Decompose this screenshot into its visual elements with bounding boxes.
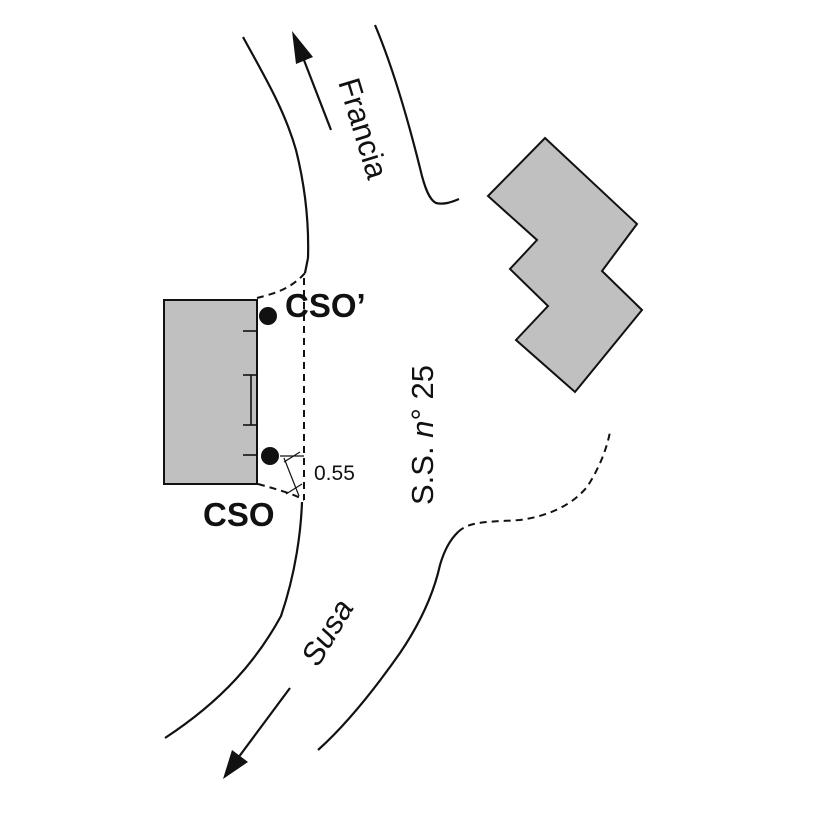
boundary-dashed-bottom: [257, 483, 305, 501]
building-west: [163, 299, 258, 485]
road-edge-east-south: [317, 531, 459, 751]
label-ss25: S.S. n° 25: [405, 365, 440, 505]
arrow-north-head: [292, 31, 313, 64]
road-edge-east-north: [373, 24, 460, 205]
label-susa: Susa: [294, 593, 360, 672]
label-dimension: 0.55: [314, 462, 355, 485]
dimension-tick-upper: [283, 451, 301, 463]
label-ss25-suffix: ° 25: [405, 365, 440, 421]
boundary-dashed-top: [256, 272, 306, 299]
road-edge-west-south: [164, 501, 304, 739]
label-ss25-n: n: [405, 421, 440, 438]
label-cso-prime: CSO’: [285, 287, 366, 324]
point-marker-upper: [259, 307, 277, 325]
label-cso: CSO: [203, 496, 275, 533]
building-east: [486, 136, 644, 394]
label-francia: Francia: [331, 74, 395, 184]
road-edge-west-north: [242, 36, 310, 259]
dimension-tick-lower: [285, 483, 303, 495]
arrow-south-head: [223, 750, 248, 779]
arrow-north-shaft: [300, 54, 333, 131]
dimension-line: [283, 457, 300, 497]
road-edge-east-dashed: [457, 431, 611, 533]
label-ss25-prefix: S.S.: [405, 438, 440, 505]
arrow-south-shaft: [237, 687, 291, 759]
point-marker-lower: [261, 447, 279, 465]
road-edge-west-stub: [303, 257, 310, 274]
